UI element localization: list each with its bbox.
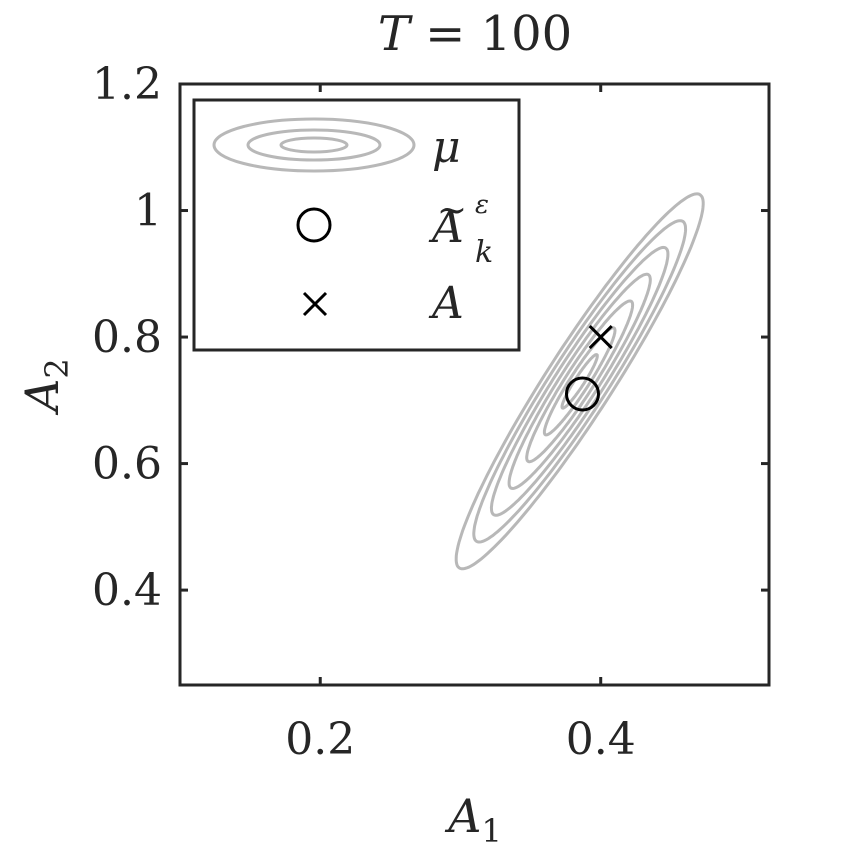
data-markers (564, 324, 613, 412)
contour-level-6 (472, 219, 688, 544)
plot-area-frame (178, 82, 771, 687)
legend-cross-marker (302, 291, 328, 317)
legend-circle-marker (296, 207, 332, 243)
x-tick-label: 0.2 (285, 714, 355, 765)
legend-label-a: A (428, 278, 464, 329)
y-axis-ticks: 0.4 0.6 0.8 1 1.2 (92, 59, 769, 616)
y-tick-label: 0.8 (92, 312, 162, 363)
legend-box (192, 98, 521, 352)
x-axis-ticks: 0.2 0.4 (285, 84, 636, 765)
svg-text:k: k (475, 235, 493, 270)
contour-level-3 (525, 299, 635, 464)
estimate-circle-marker (564, 376, 600, 412)
x-axis-label: A1 (444, 789, 502, 850)
contour-level-4 (507, 272, 652, 491)
tilde-accent: ~ (437, 190, 467, 231)
y-tick-label: 0.4 (92, 565, 162, 616)
y-axis-label: A2 (15, 358, 76, 416)
legend: μ A ~ ε k A (192, 98, 521, 352)
svg-text:A: A (428, 202, 464, 253)
x-tick-label: 0.4 (566, 714, 636, 765)
contour-lines (454, 192, 705, 571)
contour-level-2 (542, 326, 617, 437)
y-tick-label: 1.2 (92, 59, 162, 110)
contour-level-1 (560, 353, 599, 410)
legend-contour-icon (212, 117, 416, 173)
true-value-cross-marker (588, 324, 613, 350)
contour-level-5 (489, 245, 670, 517)
contour-level-7 (454, 192, 705, 571)
legend-label-mu: μ (432, 122, 461, 173)
legend-label-a-tilde: A ~ ε k (428, 190, 493, 270)
y-tick-label: 0.6 (92, 439, 162, 490)
chart-title: T = 100 (378, 6, 572, 62)
svg-text:ε: ε (475, 190, 489, 220)
y-tick-label: 1 (134, 186, 162, 237)
